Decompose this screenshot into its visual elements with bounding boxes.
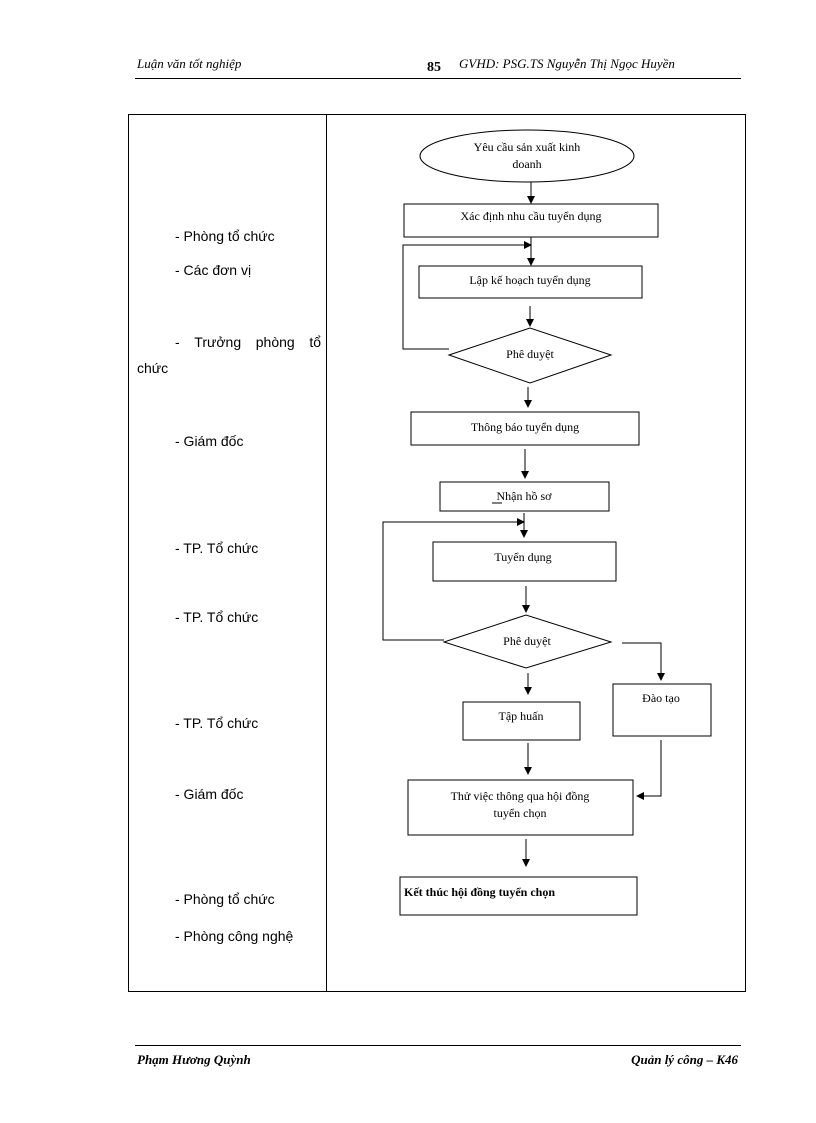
role-word: tổ [309, 334, 321, 350]
step-briefing-text: Tập huấn [499, 709, 544, 723]
role-word: phòng [255, 334, 295, 350]
header-supervisor: GVHD: PSG.TS Nguyễn Thị Ngọc Huyền [459, 56, 675, 71]
start-ellipse [419, 129, 635, 183]
step-announce-text: Thông báo tuyển dụng [471, 420, 579, 434]
decision-approve2-diamond [442, 614, 613, 669]
role-label: - TP. Tổ chức [175, 609, 259, 625]
step-briefing-box [462, 701, 581, 741]
loop-back-arrow [382, 518, 525, 641]
role-word: chức [137, 360, 169, 376]
flow-table [128, 114, 746, 992]
step-plan-box [418, 265, 643, 299]
start-text-line1: Yêu cầu sản xuất kinh [474, 140, 581, 154]
step-recruit-text: Tuyển dụng [494, 550, 551, 564]
step-recruit-box [432, 541, 617, 582]
role-label: - TP. Tổ chức [175, 540, 259, 556]
step-probation-box [407, 779, 634, 836]
role-word: - [175, 334, 180, 350]
footer-rule [135, 1045, 741, 1046]
step-end-box [399, 876, 638, 916]
table-column-divider [326, 114, 327, 992]
step-train-text: Đào tạo [642, 691, 680, 705]
step-plan-text: Lập kế hoạch tuyển dụng [469, 273, 590, 287]
role-label: - Giám đốc [175, 433, 244, 449]
step-announce-box [410, 411, 640, 446]
step-need-box [403, 203, 659, 238]
start-text-line2: doanh [512, 157, 541, 171]
role-label: - Phòng tổ chức [175, 891, 275, 907]
decision-approve1-diamond [447, 327, 613, 384]
header-rule [135, 78, 741, 79]
step-probation-text-line2: tuyển chọn [494, 806, 547, 820]
role-label: - TP. Tổ chức [175, 715, 259, 731]
step-end-text: Kết thúc hội đồng tuyển chọn [404, 885, 555, 899]
merge-arrow [636, 740, 662, 800]
branch-arrow [622, 642, 665, 681]
footer-class: Quản lý công – K46 [631, 1052, 738, 1067]
step-receive-box [439, 481, 610, 512]
step-train-box [612, 683, 712, 737]
step-need-text: Xác định nhu cầu tuyển dụng [461, 209, 602, 223]
decision-approve2-text: Phê duyệt [503, 634, 551, 648]
header-thesis-title: Luận văn tốt nghiệp [137, 56, 242, 71]
role-label: - Các đơn vị [175, 262, 252, 278]
step-receive-text: Nhận hồ sơ [496, 489, 552, 503]
page-number: 85 [427, 60, 441, 75]
role-word: Trưởng [194, 334, 242, 350]
role-label-wrapped: - Trưởng phòng tổ chức [137, 334, 321, 376]
decision-approve1-text: Phê duyệt [506, 347, 554, 361]
role-label: - Phòng công nghệ [175, 928, 294, 944]
footer-author: Phạm Hương Quỳnh [137, 1052, 251, 1067]
role-label: - Phòng tổ chức [175, 228, 275, 244]
loop-back-arrow [402, 241, 532, 350]
step-probation-text-line1: Thử việc thông qua hội đồng [451, 789, 590, 803]
role-label: - Giám đốc [175, 786, 244, 802]
